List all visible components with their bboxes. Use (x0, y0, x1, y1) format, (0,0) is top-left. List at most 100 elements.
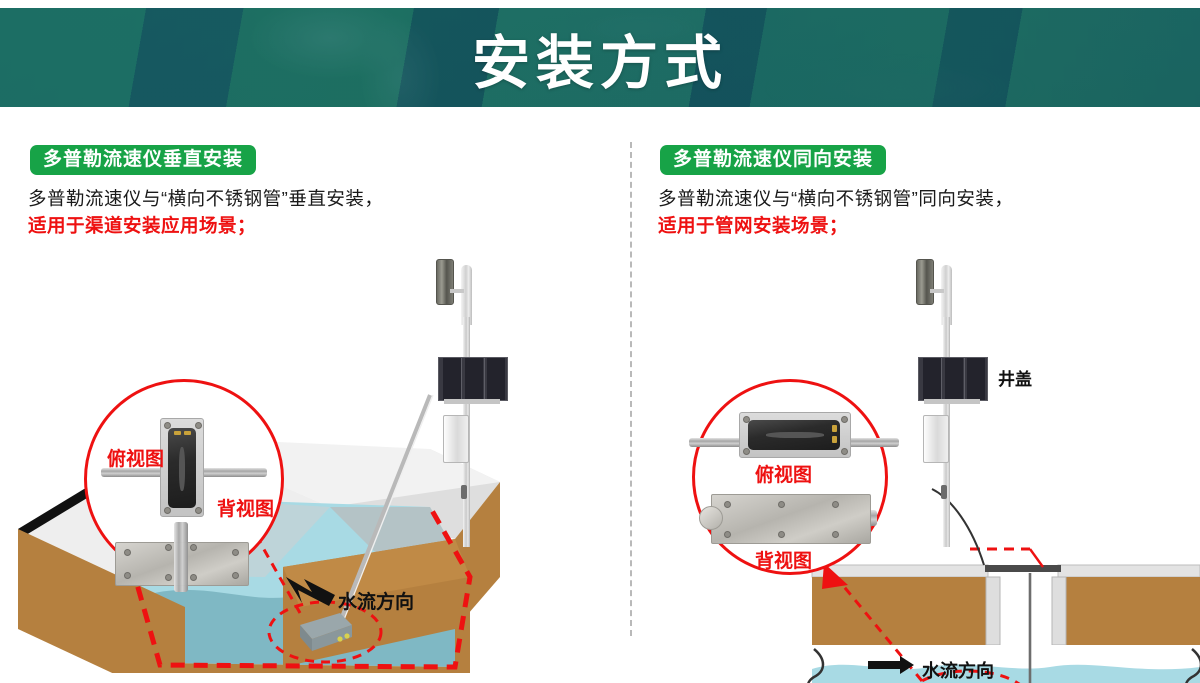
monitoring-station-pole-left (430, 257, 520, 557)
mounting-plate-back-view-inline (711, 494, 871, 544)
stainless-pipe-back-view-front (174, 522, 188, 592)
clamp-bolt (190, 574, 197, 581)
callout-arrow-head-right (822, 563, 848, 589)
sensor-bolt (743, 448, 750, 455)
plate-bolt (724, 501, 731, 508)
back-view-label-right: 背视图 (755, 551, 813, 572)
solar-panel-glint (439, 358, 507, 400)
plate-bolt (832, 501, 839, 508)
solar-panel-glint (919, 358, 987, 400)
page-title: 安装方式 (471, 30, 728, 96)
manhole-cover (985, 565, 1061, 572)
plate-bolt (232, 572, 239, 579)
plate-bolt (778, 531, 785, 538)
page-header-banner: 安装方式 (0, 8, 1200, 107)
camera-bracket (930, 289, 944, 293)
solar-panel-icon (438, 357, 508, 401)
earth-upper-right (1066, 577, 1200, 645)
clamp-bolt (165, 544, 172, 551)
sensor-transducer-slot (766, 432, 824, 438)
cable-gland (461, 485, 467, 499)
flow-direction-label-right: 水流方向 (922, 661, 994, 681)
earth-upper-left (812, 577, 988, 645)
manhole-label-leader-tip (1029, 548, 1044, 568)
description-vertical-install: 多普勒流速仪与“横向不锈钢管”垂直安装， 适用于渠道安装应用场景； (28, 185, 383, 240)
sensor-bolt (164, 422, 171, 429)
camera-icon (916, 259, 934, 305)
solar-panel-icon (918, 357, 988, 401)
monitoring-station-pole-right (910, 257, 1000, 557)
control-cabinet (923, 415, 949, 463)
solar-panel-mount (444, 399, 500, 404)
sensor-mount-rod-highlight (342, 394, 434, 623)
sensor-connector-a (832, 425, 837, 432)
magnifier-circle-left: 俯视图 背视图 (84, 379, 284, 592)
camera-icon (436, 259, 454, 305)
banner-texture-overlay (0, 8, 1200, 107)
top-view-label-left: 俯视图 (107, 449, 165, 470)
sensor-mount-rod (338, 394, 432, 623)
top-view-label-right: 俯视图 (755, 465, 813, 486)
banner-texture (0, 8, 1200, 107)
earth-right-side (455, 482, 500, 629)
shaft-wall-left (985, 576, 1001, 646)
sensor-connector-b (832, 436, 837, 443)
ground-surface-right (1057, 564, 1200, 578)
magnifier-circle-right: 俯视图 背视图 (689, 379, 899, 575)
control-cabinet (443, 415, 469, 463)
pole-to-manhole-cable (931, 488, 985, 566)
sensor-transducer-slot (179, 447, 185, 491)
doppler-sensor-in-channel (300, 613, 352, 651)
plate-bolt (832, 531, 839, 538)
camera-bracket (450, 289, 464, 293)
desc-line-2-highlight: 适用于管网安装场景； (658, 215, 849, 237)
sensor-bolt (841, 416, 848, 423)
stainless-pipe-left-stub (689, 438, 745, 447)
plate-bolt (124, 572, 131, 579)
plate-bolt (232, 549, 239, 556)
flow-direction-label-left: 水流方向 (338, 592, 415, 613)
clamp-bolt (190, 544, 197, 551)
panel-inline-install: 多普勒流速仪同向安装 多普勒流速仪与“横向不锈钢管”同向安装， 适用于管网安装场… (600, 107, 1200, 683)
scene-bottom-mask (0, 673, 600, 683)
sensor-connector-a (174, 431, 181, 435)
flow-direction-arrow (286, 577, 335, 606)
sensor-cable (1028, 573, 1032, 683)
shaft-wall-right (1051, 576, 1067, 646)
desc-line-2-highlight: 适用于渠道安装应用场景； (28, 215, 257, 237)
desc-line-1: 多普勒流速仪与“横向不锈钢管”垂直安装， (28, 188, 384, 209)
sensor-highlight-ellipse (267, 600, 383, 664)
panel-vertical-install: 多普勒流速仪垂直安装 多普勒流速仪与“横向不锈钢管”垂直安装， 适用于渠道安装应… (0, 107, 600, 683)
stainless-pipe-right-stub (843, 438, 899, 447)
earth-front-left (18, 529, 185, 683)
flow-direction-arrow-right (868, 656, 914, 674)
badge-vertical-install: 多普勒流速仪垂直安装 (30, 145, 257, 175)
doppler-sensor-top-view (160, 418, 204, 517)
sensor-bolt (164, 507, 171, 514)
clamp-bolt (165, 574, 172, 581)
pole-upper (461, 265, 472, 325)
badge-inline-install: 多普勒流速仪同向安装 (660, 145, 887, 175)
pipe-end-cap (699, 506, 723, 530)
callout-arrow-line (188, 418, 302, 614)
cable-gland (941, 485, 947, 499)
sensor-bolt (743, 416, 750, 423)
solar-panel-mount (924, 399, 980, 404)
plate-bolt (724, 531, 731, 538)
doppler-sensor-top-view-inline (739, 412, 851, 458)
sensor-bolt (195, 507, 202, 514)
back-view-label-left: 背视图 (217, 499, 275, 520)
ground-surface-left (811, 564, 989, 578)
pipe-network-scene (807, 488, 1200, 683)
pole-upper (941, 265, 952, 325)
desc-line-1: 多普勒流速仪与“横向不锈钢管”同向安装， (658, 188, 1014, 209)
manhole-cover-label: 井盖 (998, 370, 1032, 389)
plate-bolt (124, 549, 131, 556)
earth-right-top (283, 539, 470, 607)
plate-bolt (778, 501, 785, 508)
sensor-bolt (841, 448, 848, 455)
sensor-bolt (195, 422, 202, 429)
description-inline-install: 多普勒流速仪与“横向不锈钢管”同向安装， 适用于管网安装场景； (658, 185, 1013, 240)
sensor-connector-b (184, 431, 191, 435)
